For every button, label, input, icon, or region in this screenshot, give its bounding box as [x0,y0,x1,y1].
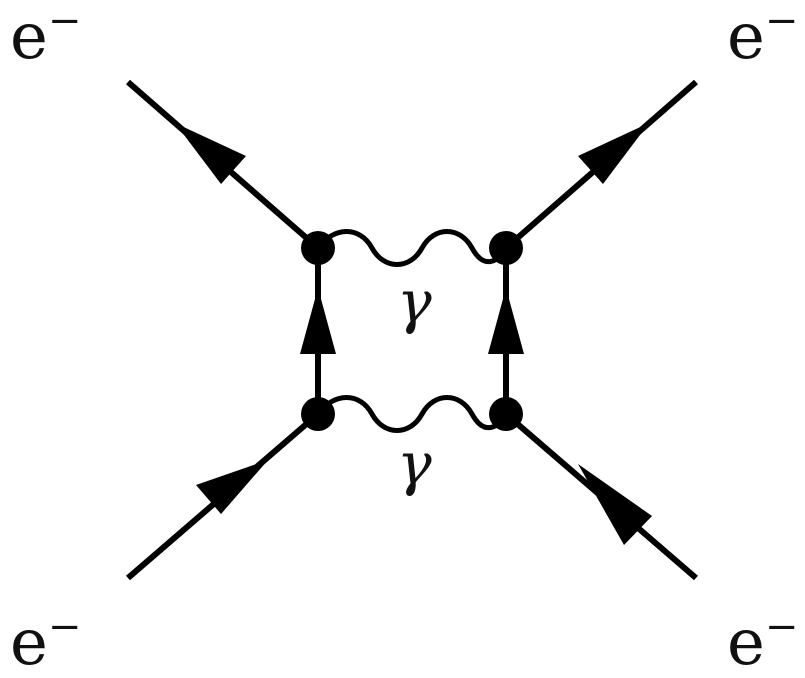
vertex-upper-right [489,231,523,265]
label-electron-bottom-right: e− [727,604,798,678]
arrow-bottom-left [196,460,268,514]
label-charge: − [765,604,799,650]
label-photon-upper: γ [397,268,432,336]
label-symbol: e [10,606,48,678]
photon-line-upper [315,229,509,267]
label-electron-top-right: e− [727,0,798,74]
arrow-top-left [175,123,246,184]
vertex-lower-left [301,397,335,431]
arrow-propagator-right [488,288,524,354]
label-charge: − [48,0,82,44]
arrow-top-right [578,123,649,184]
label-electron-top-left: e− [10,0,81,74]
label-charge: − [765,0,799,44]
label-photon-lower: γ [397,430,432,498]
label-electron-bottom-left: e− [10,604,81,678]
label-symbol: e [10,0,48,74]
label-symbol: e [727,0,765,74]
vertex-lower-right [489,397,523,431]
arrow-bottom-right [578,464,652,545]
vertex-upper-left [301,231,335,265]
label-symbol: e [727,606,765,678]
label-charge: − [48,604,82,650]
arrow-propagator-left [300,288,336,354]
photon-line-lower [315,395,509,433]
